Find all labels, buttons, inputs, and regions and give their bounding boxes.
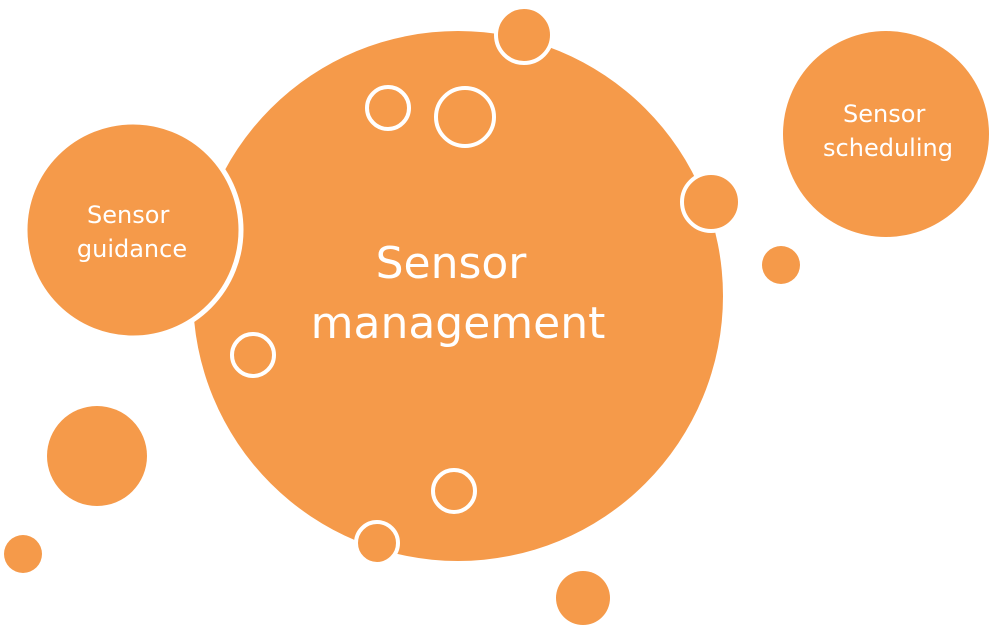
decorative-bubble-top (494, 5, 554, 65)
main-label-line1: Sensor (376, 238, 528, 289)
scheduling-label-line2: scheduling (823, 134, 953, 162)
main-circle (193, 31, 723, 561)
scheduling-label-line1: Sensor (843, 100, 925, 128)
svg-text:Sensor guidance: Sensor guidance (77, 201, 187, 263)
main-label-line2: management (311, 298, 606, 349)
decorative-bubble-small-right (762, 246, 800, 284)
svg-text:Sensor scheduling: Sensor scheduling (823, 100, 953, 162)
outline-ring-3 (230, 332, 276, 378)
decorative-bubble-left-small (4, 535, 42, 573)
sensor-management-bubble: Sensor management (193, 31, 723, 561)
decorative-bubble-bottom-edge (354, 520, 400, 566)
sensor-scheduling-bubble: Sensor scheduling (783, 31, 989, 237)
svg-text:Sensor management: Sensor management (311, 238, 606, 349)
guidance-label-line1: Sensor (87, 201, 169, 229)
outline-ring-2 (434, 86, 496, 148)
outline-ring-1 (365, 85, 411, 131)
decorative-bubble-right-edge (680, 171, 742, 233)
guidance-label-line2: guidance (77, 235, 187, 263)
decorative-bubble-left-medium (47, 406, 147, 506)
sensor-guidance-bubble: Sensor guidance (22, 119, 244, 341)
decorative-bubble-bottom (556, 571, 610, 625)
guidance-circle (22, 119, 244, 341)
scheduling-circle (783, 31, 989, 237)
outline-ring-4 (431, 468, 477, 514)
